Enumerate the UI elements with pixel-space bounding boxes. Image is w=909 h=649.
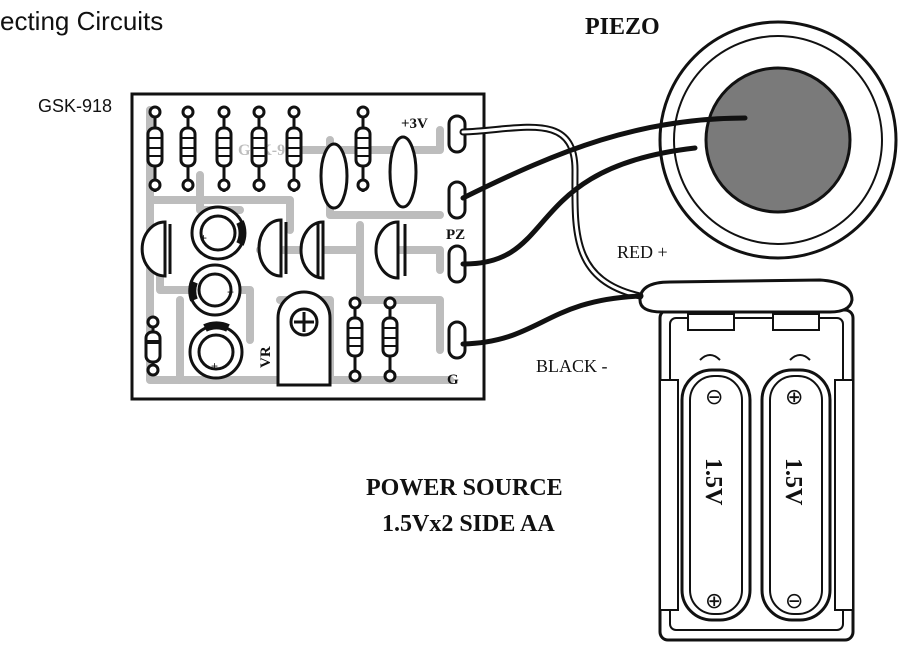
black-wire-label: BLACK - <box>536 356 608 376</box>
board-model-label: GSK-918 <box>38 96 112 116</box>
red-wire-label: RED + <box>617 242 668 262</box>
svg-text:+: + <box>200 231 207 245</box>
wires <box>459 115 748 347</box>
ceramic-capacitor <box>319 142 349 210</box>
battery-cell-right <box>760 368 832 622</box>
transistor <box>140 220 167 278</box>
ceramic-capacitor <box>388 135 418 209</box>
transistor <box>374 220 400 280</box>
resistor-group-bottom <box>346 296 399 383</box>
pin-g <box>447 320 467 360</box>
pin-label-plus3v: +3V <box>401 116 428 132</box>
battery-cover-clip <box>638 278 854 314</box>
resistor-group-top <box>146 105 372 192</box>
piezo-wire-a <box>460 115 748 201</box>
pin-pz-a <box>447 180 467 220</box>
piezo-disk <box>704 66 852 214</box>
cell-left-voltage: 1.5V <box>700 458 726 506</box>
svg-text:+: + <box>211 359 218 373</box>
electrolytic-capacitor-group <box>188 205 247 380</box>
power-source-title: POWER SOURCE <box>366 475 563 501</box>
battery-cell-left <box>680 368 752 622</box>
transistor-group <box>140 218 407 280</box>
variable-resistor <box>276 290 332 387</box>
piezo-wire-b <box>460 145 698 267</box>
plus-terminal-icon: ⊕ <box>785 384 803 409</box>
diode <box>144 315 162 377</box>
black-wire <box>460 293 643 347</box>
svg-text:+: + <box>227 285 234 299</box>
pcb-board: GSK-918 <box>130 92 486 401</box>
pin-label-g: G <box>447 372 459 388</box>
vr-label: VR <box>258 346 274 368</box>
cell-right-voltage: 1.5V <box>780 458 806 506</box>
battery-holder <box>638 278 855 642</box>
minus-terminal-icon: ⊖ <box>785 588 803 613</box>
pin-headers <box>447 114 467 360</box>
plus-terminal-icon: ⊕ <box>705 588 723 613</box>
power-source-subtitle: 1.5Vx2 SIDE AA <box>382 511 555 537</box>
transistor <box>257 218 283 278</box>
piezo-label: PIEZO <box>585 14 660 40</box>
pin-label-pz: PZ <box>446 227 465 243</box>
piezo-buzzer <box>658 20 898 260</box>
minus-terminal-icon: ⊖ <box>705 384 723 409</box>
page-title: ecting Circuits <box>0 6 163 36</box>
